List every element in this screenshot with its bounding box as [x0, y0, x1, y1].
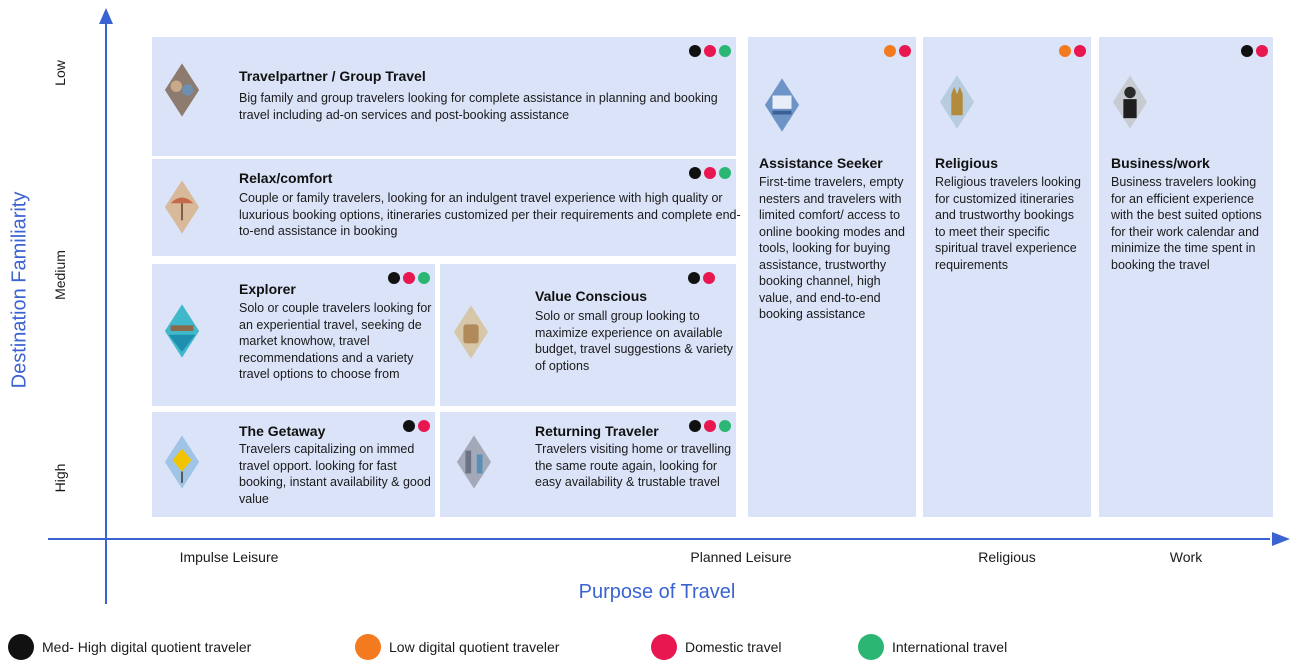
x-axis-line: [48, 538, 1270, 540]
x-axis-title: Purpose of Travel: [578, 581, 736, 603]
red-dot-icon: [704, 420, 716, 432]
legend-item-low-digital: Low digital quotient traveler: [355, 634, 559, 660]
y-tick-high: High: [52, 463, 68, 493]
x-tick-religious: Religious: [978, 549, 1036, 565]
x-tick-work: Work: [1169, 549, 1203, 565]
street-photo-icon: [456, 435, 492, 489]
black-dot-icon: [689, 420, 701, 432]
y-tick-medium: Medium: [52, 250, 68, 300]
segment-title: Travelpartner / Group Travel: [239, 68, 426, 84]
red-dot-icon: [1074, 45, 1086, 57]
orange-dot-icon: [884, 45, 896, 57]
segment-description: Solo or couple travelers looking for an …: [239, 301, 432, 381]
cathedral-photo-icon: [939, 75, 975, 129]
segment-description: First-time travelers, empty nesters and …: [759, 175, 905, 321]
red-dot-icon: [899, 45, 911, 57]
legend-label: International travel: [892, 639, 1008, 655]
island-resort-photo-icon: [164, 304, 200, 358]
segment-dots: [689, 167, 731, 179]
segment-dots: [884, 45, 911, 57]
segment-title: Religious: [935, 155, 999, 171]
segment-dots: [388, 272, 430, 284]
green-dot-icon: [418, 272, 430, 284]
segment-dots: [403, 420, 430, 432]
legend-dot-red-icon: [651, 634, 677, 660]
segment-description: Solo or small group looking to maximize …: [535, 309, 734, 373]
legend-label: Med- High digital quotient traveler: [42, 639, 252, 655]
segment-card-explorer: Explorer Solo or couple travelers lookin…: [152, 264, 435, 406]
red-dot-icon: [1256, 45, 1268, 57]
segment-title: Assistance Seeker: [759, 155, 883, 171]
segment-title: Business/work: [1111, 155, 1210, 171]
beach-umbrella-photo-icon: [164, 180, 200, 234]
segment-title: Explorer: [239, 281, 296, 297]
red-dot-icon: [403, 272, 415, 284]
segment-dots: [688, 272, 715, 284]
segment-title: Relax/comfort: [239, 170, 333, 186]
y-axis-line: [105, 18, 107, 604]
black-dot-icon: [689, 45, 701, 57]
computer-screen-photo-icon: [764, 78, 800, 132]
black-dot-icon: [688, 272, 700, 284]
segment-description: Religious travelers looking for customiz…: [935, 175, 1081, 272]
green-dot-icon: [719, 420, 731, 432]
y-axis-arrow-icon: [99, 8, 113, 24]
legend-dot-green-icon: [858, 634, 884, 660]
segment-description: Travelers capitalizing on immed travel o…: [239, 442, 431, 506]
segment-card-travel-partner: Travelpartner / Group Travel Big family …: [152, 37, 736, 156]
black-dot-icon: [388, 272, 400, 284]
black-dot-icon: [689, 167, 701, 179]
group-travel-photo-icon: [164, 63, 200, 117]
x-tick-planned-leisure: Planned Leisure: [690, 549, 792, 565]
orange-dot-icon: [1059, 45, 1071, 57]
backpack-photo-icon: [453, 305, 489, 359]
legend-dot-black-icon: [8, 634, 34, 660]
segment-title: Returning Traveler: [535, 423, 659, 439]
red-dot-icon: [704, 45, 716, 57]
segment-card-returning-traveler: Returning Traveler Travelers visiting ho…: [440, 412, 736, 517]
segment-dots: [1241, 45, 1268, 57]
green-dot-icon: [719, 167, 731, 179]
road-sign-photo-icon: [164, 435, 200, 489]
legend-dot-orange-icon: [355, 634, 381, 660]
x-tick-impulse-leisure: Impulse Leisure: [179, 549, 279, 565]
segment-card-relax-comfort: Relax/comfort Couple or family travelers…: [152, 159, 741, 256]
segment-title: The Getaway: [239, 423, 326, 439]
segment-dots: [689, 420, 731, 432]
y-axis-title: Destination Familiarity: [8, 191, 31, 389]
segment-description: Couple or family travelers, looking for …: [239, 191, 741, 238]
segment-card-value-conscious: Value Conscious Solo or small group look…: [440, 264, 736, 406]
segment-description: Big family and group travelers looking f…: [239, 91, 718, 122]
y-tick-low: Low: [52, 60, 68, 86]
red-dot-icon: [704, 167, 716, 179]
segment-title: Value Conscious: [535, 288, 648, 304]
legend-item-international: International travel: [858, 634, 1007, 660]
segment-card-the-getaway: The Getaway Travelers capitalizing on im…: [152, 412, 435, 517]
segment-dots: [689, 45, 731, 57]
legend-label: Low digital quotient traveler: [389, 639, 560, 655]
black-dot-icon: [1241, 45, 1253, 57]
red-dot-icon: [703, 272, 715, 284]
green-dot-icon: [719, 45, 731, 57]
segment-description: Travelers visiting home or travelling th…: [535, 442, 732, 489]
business-person-photo-icon: [1112, 75, 1148, 129]
segment-card-business-work: Business/work Business travelers looking…: [1099, 37, 1273, 517]
red-dot-icon: [418, 420, 430, 432]
segment-card-religious: Religious Religious travelers looking fo…: [923, 37, 1091, 517]
legend-label: Domestic travel: [685, 639, 782, 655]
black-dot-icon: [403, 420, 415, 432]
legend-item-domestic: Domestic travel: [651, 634, 781, 660]
legend-item-med-high-digital: Med- High digital quotient traveler: [8, 634, 251, 660]
segment-dots: [1059, 45, 1086, 57]
x-axis-arrow-icon: [1272, 532, 1290, 546]
segment-card-assistance-seeker: Assistance Seeker First-time travelers, …: [748, 37, 916, 517]
segment-description: Business travelers looking for an effici…: [1111, 175, 1262, 272]
